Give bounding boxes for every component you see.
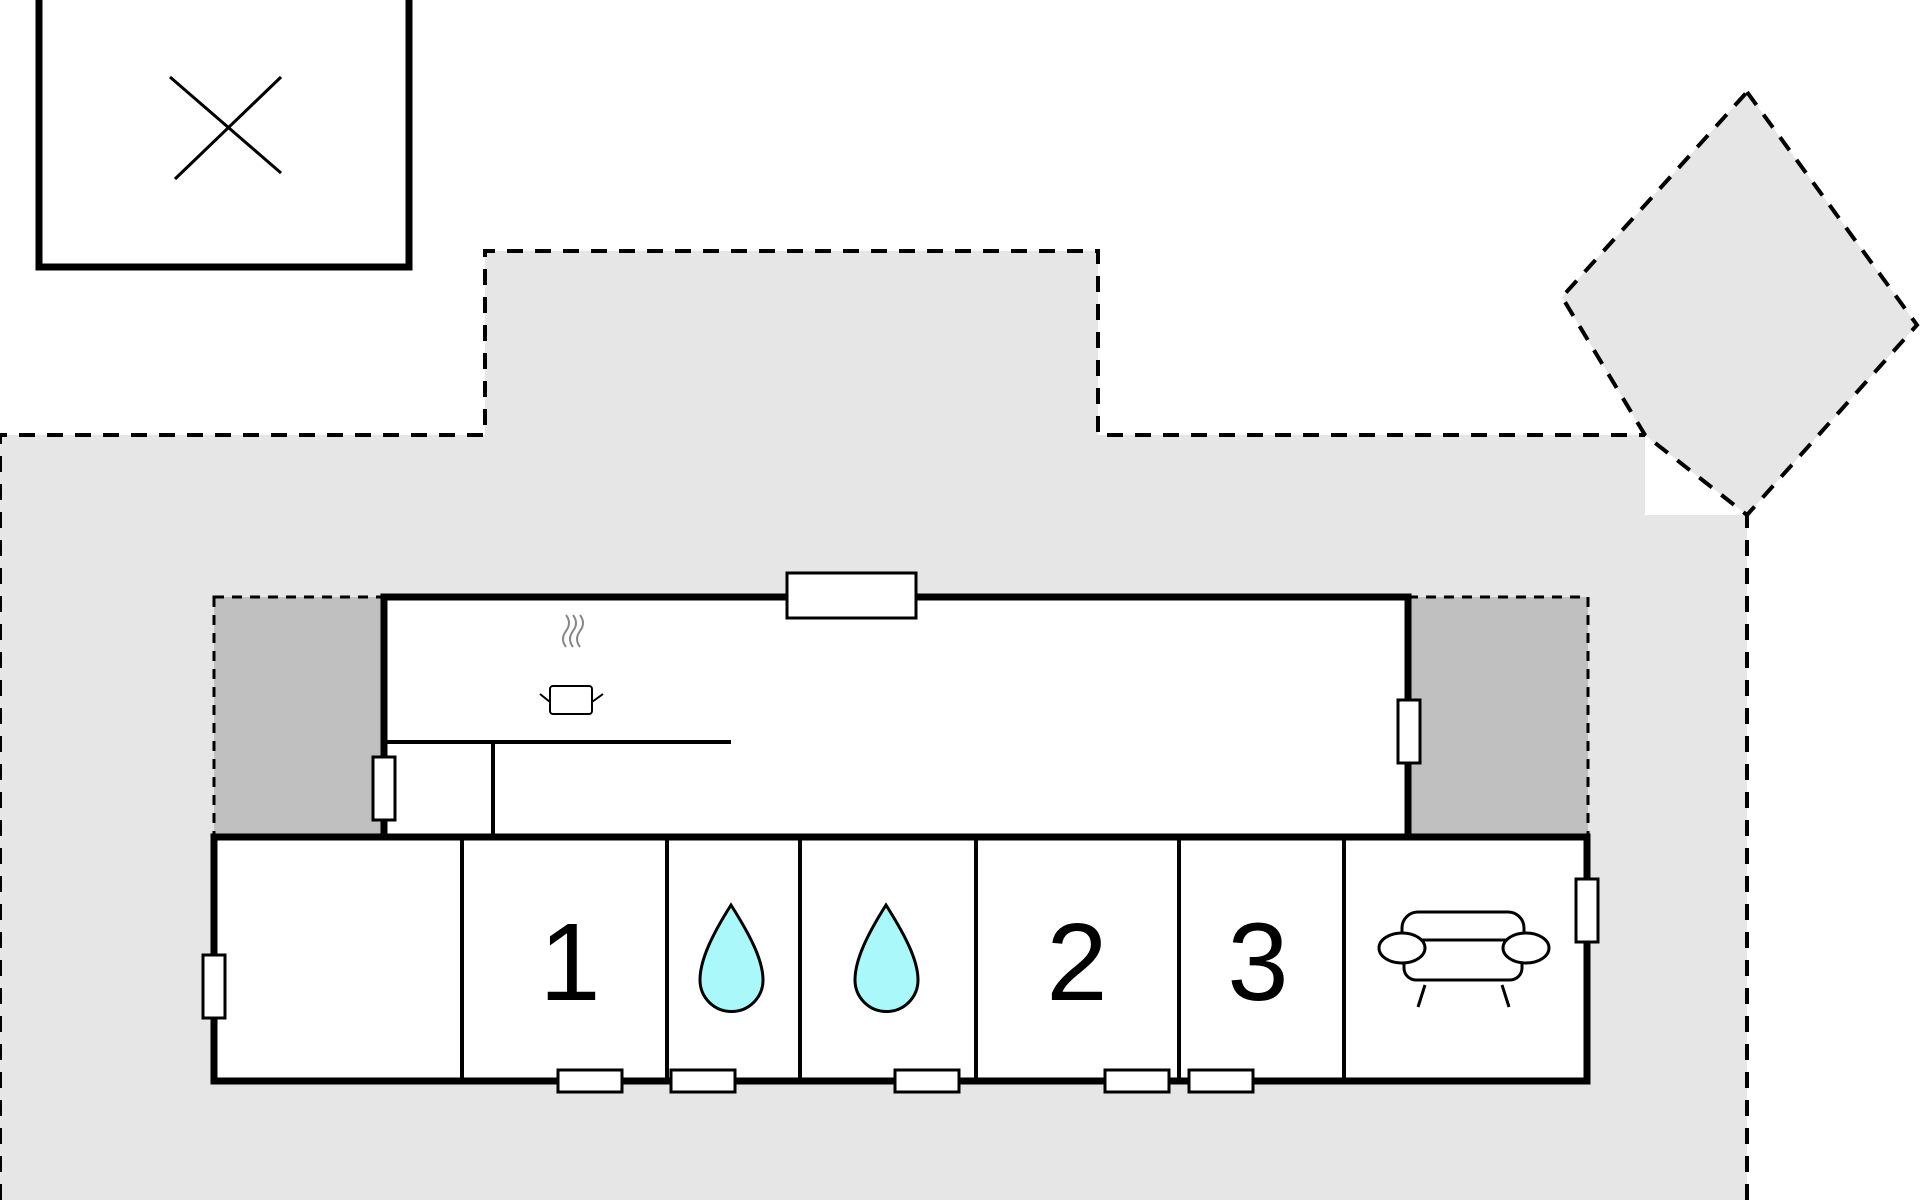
sofa-icon — [1377, 910, 1551, 1008]
window — [371, 755, 397, 822]
window — [893, 1068, 961, 1094]
room-number-1: 1 — [539, 901, 600, 1024]
cross-icon — [169, 75, 283, 181]
window — [556, 1068, 624, 1094]
water-drop-icon — [698, 902, 765, 1013]
window — [1396, 698, 1422, 765]
window — [1103, 1068, 1171, 1094]
window — [785, 571, 918, 620]
window — [1187, 1068, 1255, 1094]
window — [201, 953, 227, 1020]
room-number-2: 2 — [1046, 901, 1107, 1024]
water-drop-icon — [853, 902, 920, 1013]
pot-steam-icon — [539, 614, 604, 715]
partition-walls — [460, 837, 1346, 1081]
room-number-3: 3 — [1227, 901, 1288, 1024]
kitchen-room — [380, 593, 1412, 841]
window — [669, 1068, 737, 1094]
windows — [201, 571, 1600, 1094]
covered-area-right — [1406, 595, 1590, 839]
terrace-outline — [0, 249, 1645, 1200]
window — [1574, 877, 1600, 944]
diamond-terrace — [1559, 88, 1920, 518]
covered-area-left — [212, 595, 386, 839]
